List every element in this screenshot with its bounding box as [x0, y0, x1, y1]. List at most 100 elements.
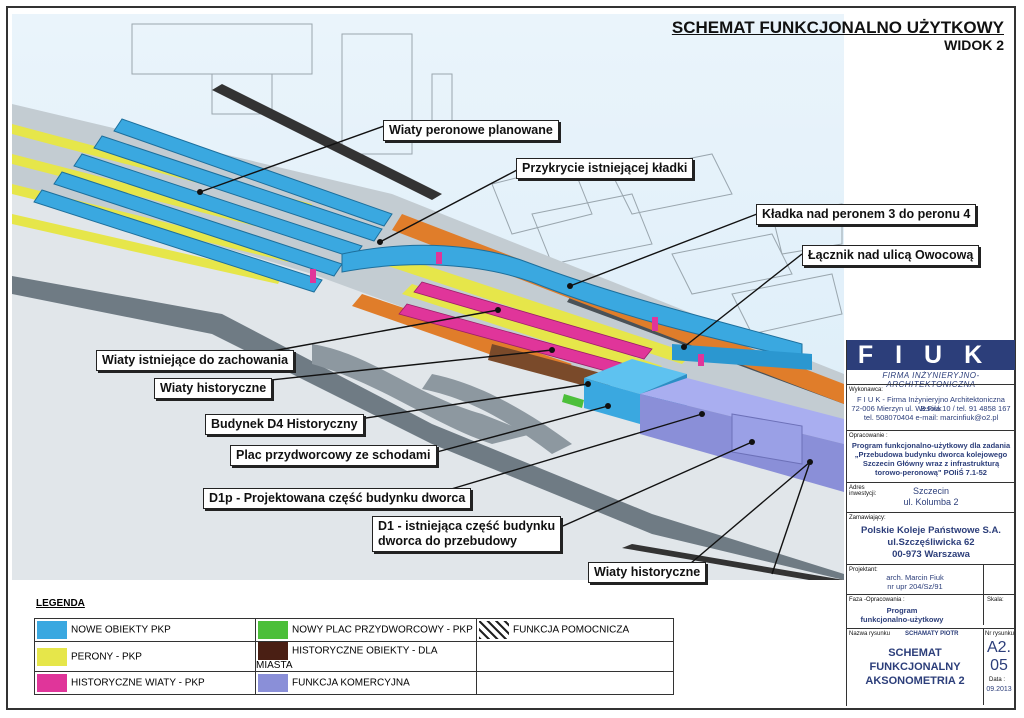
commercial-block-tower	[731, 413, 803, 465]
tb-adres: Adres inwestycji: Szczecin ul. Kolumba 2	[847, 482, 1015, 513]
callout-planned-canopies: Wiaty peronowe planowane	[383, 120, 559, 141]
tb-date: 09.2013	[986, 686, 1012, 693]
road-curve	[312, 344, 532, 444]
callout-canopies-kept: Wiaty istniejące do zachowania	[96, 350, 295, 371]
axonometric-scene	[12, 14, 844, 580]
legend-item-auxiliary: FUNKCJA POMOCNICZA	[476, 618, 674, 642]
callout-connector-owocowa: Łącznik nad ulicą Owocową	[802, 245, 980, 266]
callout-historic-canopies-2: Wiaty historyczne	[588, 562, 707, 583]
callout-footbridge-cover: Przykrycie istniejącej kładki	[516, 158, 694, 179]
tb-text: FUNKCJONALNY	[869, 661, 961, 673]
callout-station-plaza: Plac przydworcowy ze schodami	[230, 445, 437, 466]
tb-divider	[983, 629, 984, 705]
callout-footbridge-platform: Kładka nad peronem 3 do peronu 4	[756, 204, 977, 225]
dark-road-edge	[212, 84, 442, 200]
tb-text: Polskie Koleje Państwowe S.A.	[861, 525, 1001, 536]
tb-projektant: Projektant: arch. Marcin Fiuk nr upr 204…	[847, 564, 1015, 625]
tb-faza: Faza -Opracowania : Skala: Program funkc…	[847, 594, 1015, 629]
tb-text: SCHEMAT	[888, 647, 942, 659]
fiuk-logo: FIUK	[847, 340, 1015, 370]
dark-road-edge-2	[622, 544, 844, 580]
historic-canopies-pink	[398, 281, 653, 377]
legend-swatch	[37, 674, 67, 692]
legend-swatch	[258, 674, 288, 692]
sheet-frame	[6, 6, 1016, 710]
legend-swatch	[37, 647, 67, 666]
tb-drawing-number: 05	[990, 657, 1008, 674]
leader-lines	[199, 125, 811, 575]
sheet-subtitle: WIDOK 2	[944, 37, 1004, 53]
tb-text: „Przebudowa budynku dworca kolejowego	[854, 450, 1008, 459]
tb-text: ul. Kolumba 2	[903, 497, 959, 507]
legend-title: LEGENDA	[36, 598, 85, 609]
road-main	[12, 276, 844, 580]
tb-text: 72-006 Mierzyn ul. Wesoła 10 / tel. 91 4…	[851, 404, 1011, 413]
legend-label: FUNKCJA KOMERCYJNA	[292, 677, 410, 689]
tb-text: Szczecin	[912, 486, 949, 496]
tb-divider	[983, 565, 984, 625]
legend-item-commercial: FUNKCJA KOMERCYJNA	[255, 671, 477, 695]
historic-building-d4	[488, 344, 612, 392]
legend-item-historic-canopies: HISTORYCZNE WIATY - PKP	[34, 671, 256, 695]
legend-label: HISTORYCZNE WIATY - PKP	[71, 677, 205, 689]
stair-markers	[310, 252, 704, 366]
callout-d1p: D1p - Projektowana część budynku dworca	[203, 488, 472, 509]
callout-d1-line1: D1 - istniejąca część budynku	[378, 519, 556, 533]
tb-text: funkcjonalno-użytkowy	[860, 615, 944, 624]
tb-text: ul.Szczęśliwicka 62	[887, 537, 975, 548]
tb-text: torowo-peronową" POIiŚ 7.1-52	[875, 468, 987, 477]
legend-empty-cell	[476, 671, 674, 695]
tb-text: nr upr 204/Sz/91	[887, 582, 943, 591]
legend-label: HISTORYCZNE OBIEKTY - DLA MIASTA	[256, 645, 438, 671]
tb-label: Nazwa rysunku	[849, 631, 891, 637]
callout-building-d4: Budynek D4 Historyczny	[205, 414, 364, 435]
callout-historic-canopies: Wiaty historyczne	[154, 378, 273, 399]
legend-label: NOWE OBIEKTY PKP	[71, 624, 171, 636]
tb-opracowanie: Opracowanie : Program funkcjonalno-użytk…	[847, 430, 1015, 483]
tb-text: Program	[886, 606, 918, 615]
tb-text: F I U K - Firma Inżynieryjno Architekton…	[857, 395, 1005, 413]
leader-dots	[197, 189, 813, 465]
tb-label: Adres inwestycji:	[849, 485, 877, 497]
legend-item-platforms: PERONY - PKP	[34, 641, 256, 672]
legend-swatch	[258, 621, 288, 639]
tb-label: Projektant:	[849, 567, 878, 573]
tb-nazwa: Nazwa rysunku SCHAMATY PIOTR SCHEMAT FUN…	[847, 628, 1015, 705]
legend-swatch	[258, 642, 288, 660]
tb-wykonawca: Wykonawca: F I U K - Firma Inżynieryjno …	[847, 384, 1015, 431]
road-curve-2	[422, 374, 572, 454]
title-block: FIUK FIRMA INŻYNIERYJNO-ARCHITEKTONICZNA…	[846, 340, 1015, 706]
tb-label: Faza -Opracowania :	[849, 597, 905, 603]
tb-text: AKSONOMETRIA 2	[865, 675, 965, 687]
callout-d1-line2: dworca do przebudowy	[378, 534, 517, 548]
tb-label: Zamawiający:	[849, 515, 886, 521]
legend: LEGENDA NOWE OBIEKTY PKP NOWY PLAC PRZYD…	[30, 598, 680, 698]
legend-table: NOWE OBIEKTY PKP NOWY PLAC PRZYDWORCOWY …	[34, 618, 674, 695]
legend-item-historic-objects: HISTORYCZNE OBIEKTY - DLA MIASTA	[255, 641, 477, 672]
legend-label: PERONY - PKP	[71, 651, 142, 663]
tb-drawing-number: A2.	[986, 639, 1011, 656]
tb-text: tel. 508070404 e-mail: marcinfiuk@o2.pl	[863, 413, 999, 422]
tb-text: Szczecin Główny wraz z infrastrukturą	[862, 459, 1000, 468]
legend-empty-cell	[476, 641, 674, 672]
tb-text: Program funkcjonalno-użytkowy dla zadani…	[851, 441, 1011, 450]
tb-label-skala: Skala:	[987, 597, 1004, 603]
bridge-connector	[672, 344, 812, 370]
tb-label: Opracowanie :	[849, 433, 888, 439]
legend-item-plaza: NOWY PLAC PRZYDWORCOWY - PKP	[255, 618, 477, 642]
tb-zamawiajacy: Zamawiający: Polskie Koleje Państwowe S.…	[847, 512, 1015, 565]
legend-swatch	[37, 621, 67, 639]
tb-author: SCHAMATY PIOTR	[905, 631, 959, 637]
tb-text: arch. Marcin Fiuk	[886, 573, 944, 582]
legend-label: NOWY PLAC PRZYDWORCOWY - PKP	[292, 624, 473, 636]
legend-item-new-pkp: NOWE OBIEKTY PKP	[34, 618, 256, 642]
tb-label: Data :	[989, 677, 1006, 683]
station-d1p-front	[584, 378, 640, 424]
callout-d1: D1 - istniejąca część budynku dworca do …	[372, 516, 562, 552]
tb-label: Nr rysunku	[985, 631, 1015, 637]
sheet-title: SCHEMAT FUNKCJONALNO UŻYTKOWY	[671, 18, 1004, 37]
tb-label: Wykonawca:	[849, 387, 883, 393]
legend-label: FUNKCJA POMOCNICZA	[513, 624, 630, 636]
legend-swatch-hatch	[479, 621, 509, 639]
